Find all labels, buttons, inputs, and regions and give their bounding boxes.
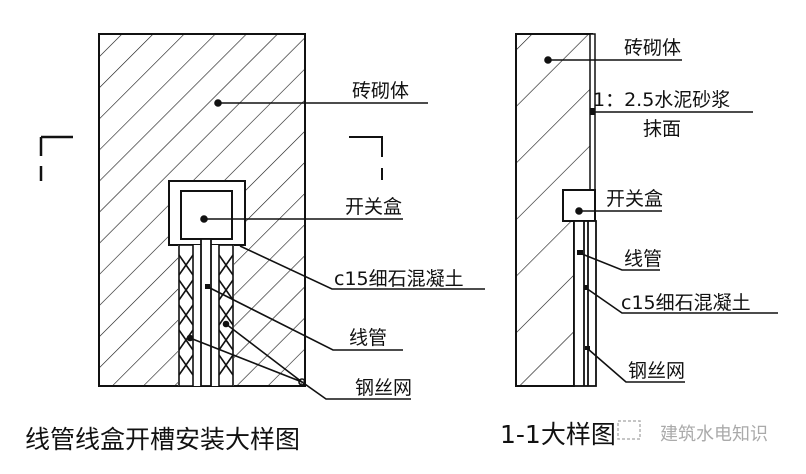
- section-marker-right: [349, 136, 383, 180]
- right-caption: 1-1大样图: [500, 420, 616, 449]
- conduit-slot-section: [573, 220, 597, 387]
- label-mortar-line2: 抹面: [643, 118, 681, 140]
- label-conduit-r: 线管: [624, 248, 662, 270]
- wire-mesh-right: [218, 244, 234, 387]
- label-wire-mesh: 钢丝网: [355, 377, 412, 399]
- leader-conduit: [207, 286, 403, 351]
- switch-box: [180, 190, 233, 240]
- leader-concrete: [239, 245, 485, 290]
- label-concrete-r: c15细石混凝土: [621, 292, 751, 314]
- label-switch-box-r: 开关盒: [606, 188, 663, 210]
- watermark: 建筑水电知识: [617, 420, 768, 445]
- wire-mesh-left: [178, 244, 194, 387]
- label-masonry: 砖砌体: [352, 80, 409, 102]
- wechat-logo-icon: [617, 420, 641, 440]
- conduit: [200, 238, 212, 387]
- section-marker-left: [39, 135, 73, 181]
- switch-box-section: [562, 189, 596, 222]
- label-wire-mesh-r: 钢丝网: [628, 360, 685, 382]
- leader-concrete-r: [585, 287, 778, 314]
- left-caption: 线管线盒开槽安装大样图: [25, 425, 300, 454]
- leader-wire-mesh-r: [587, 348, 685, 383]
- left-elevation-view: 砖砌体 开关盒 c15细石混凝土 线管 钢丝网 线管线盒开槽安装大样图: [25, 33, 485, 454]
- label-concrete: c15细石混凝土: [334, 268, 464, 290]
- leader-wire-mesh: [189, 323, 411, 400]
- leader-conduit-r: [581, 253, 660, 271]
- label-masonry-r: 砖砌体: [624, 37, 681, 59]
- label-switch-box: 开关盒: [345, 196, 402, 218]
- right-section-view: 砖砌体 1：2.5水泥砂浆 抹面 开关盒 线管 c15细石混凝土 钢丝网 1-1…: [500, 33, 778, 449]
- label-mortar-line1: 1：2.5水泥砂浆: [593, 89, 730, 111]
- watermark-text: 建筑水电知识: [660, 424, 768, 445]
- label-conduit: 线管: [349, 327, 387, 349]
